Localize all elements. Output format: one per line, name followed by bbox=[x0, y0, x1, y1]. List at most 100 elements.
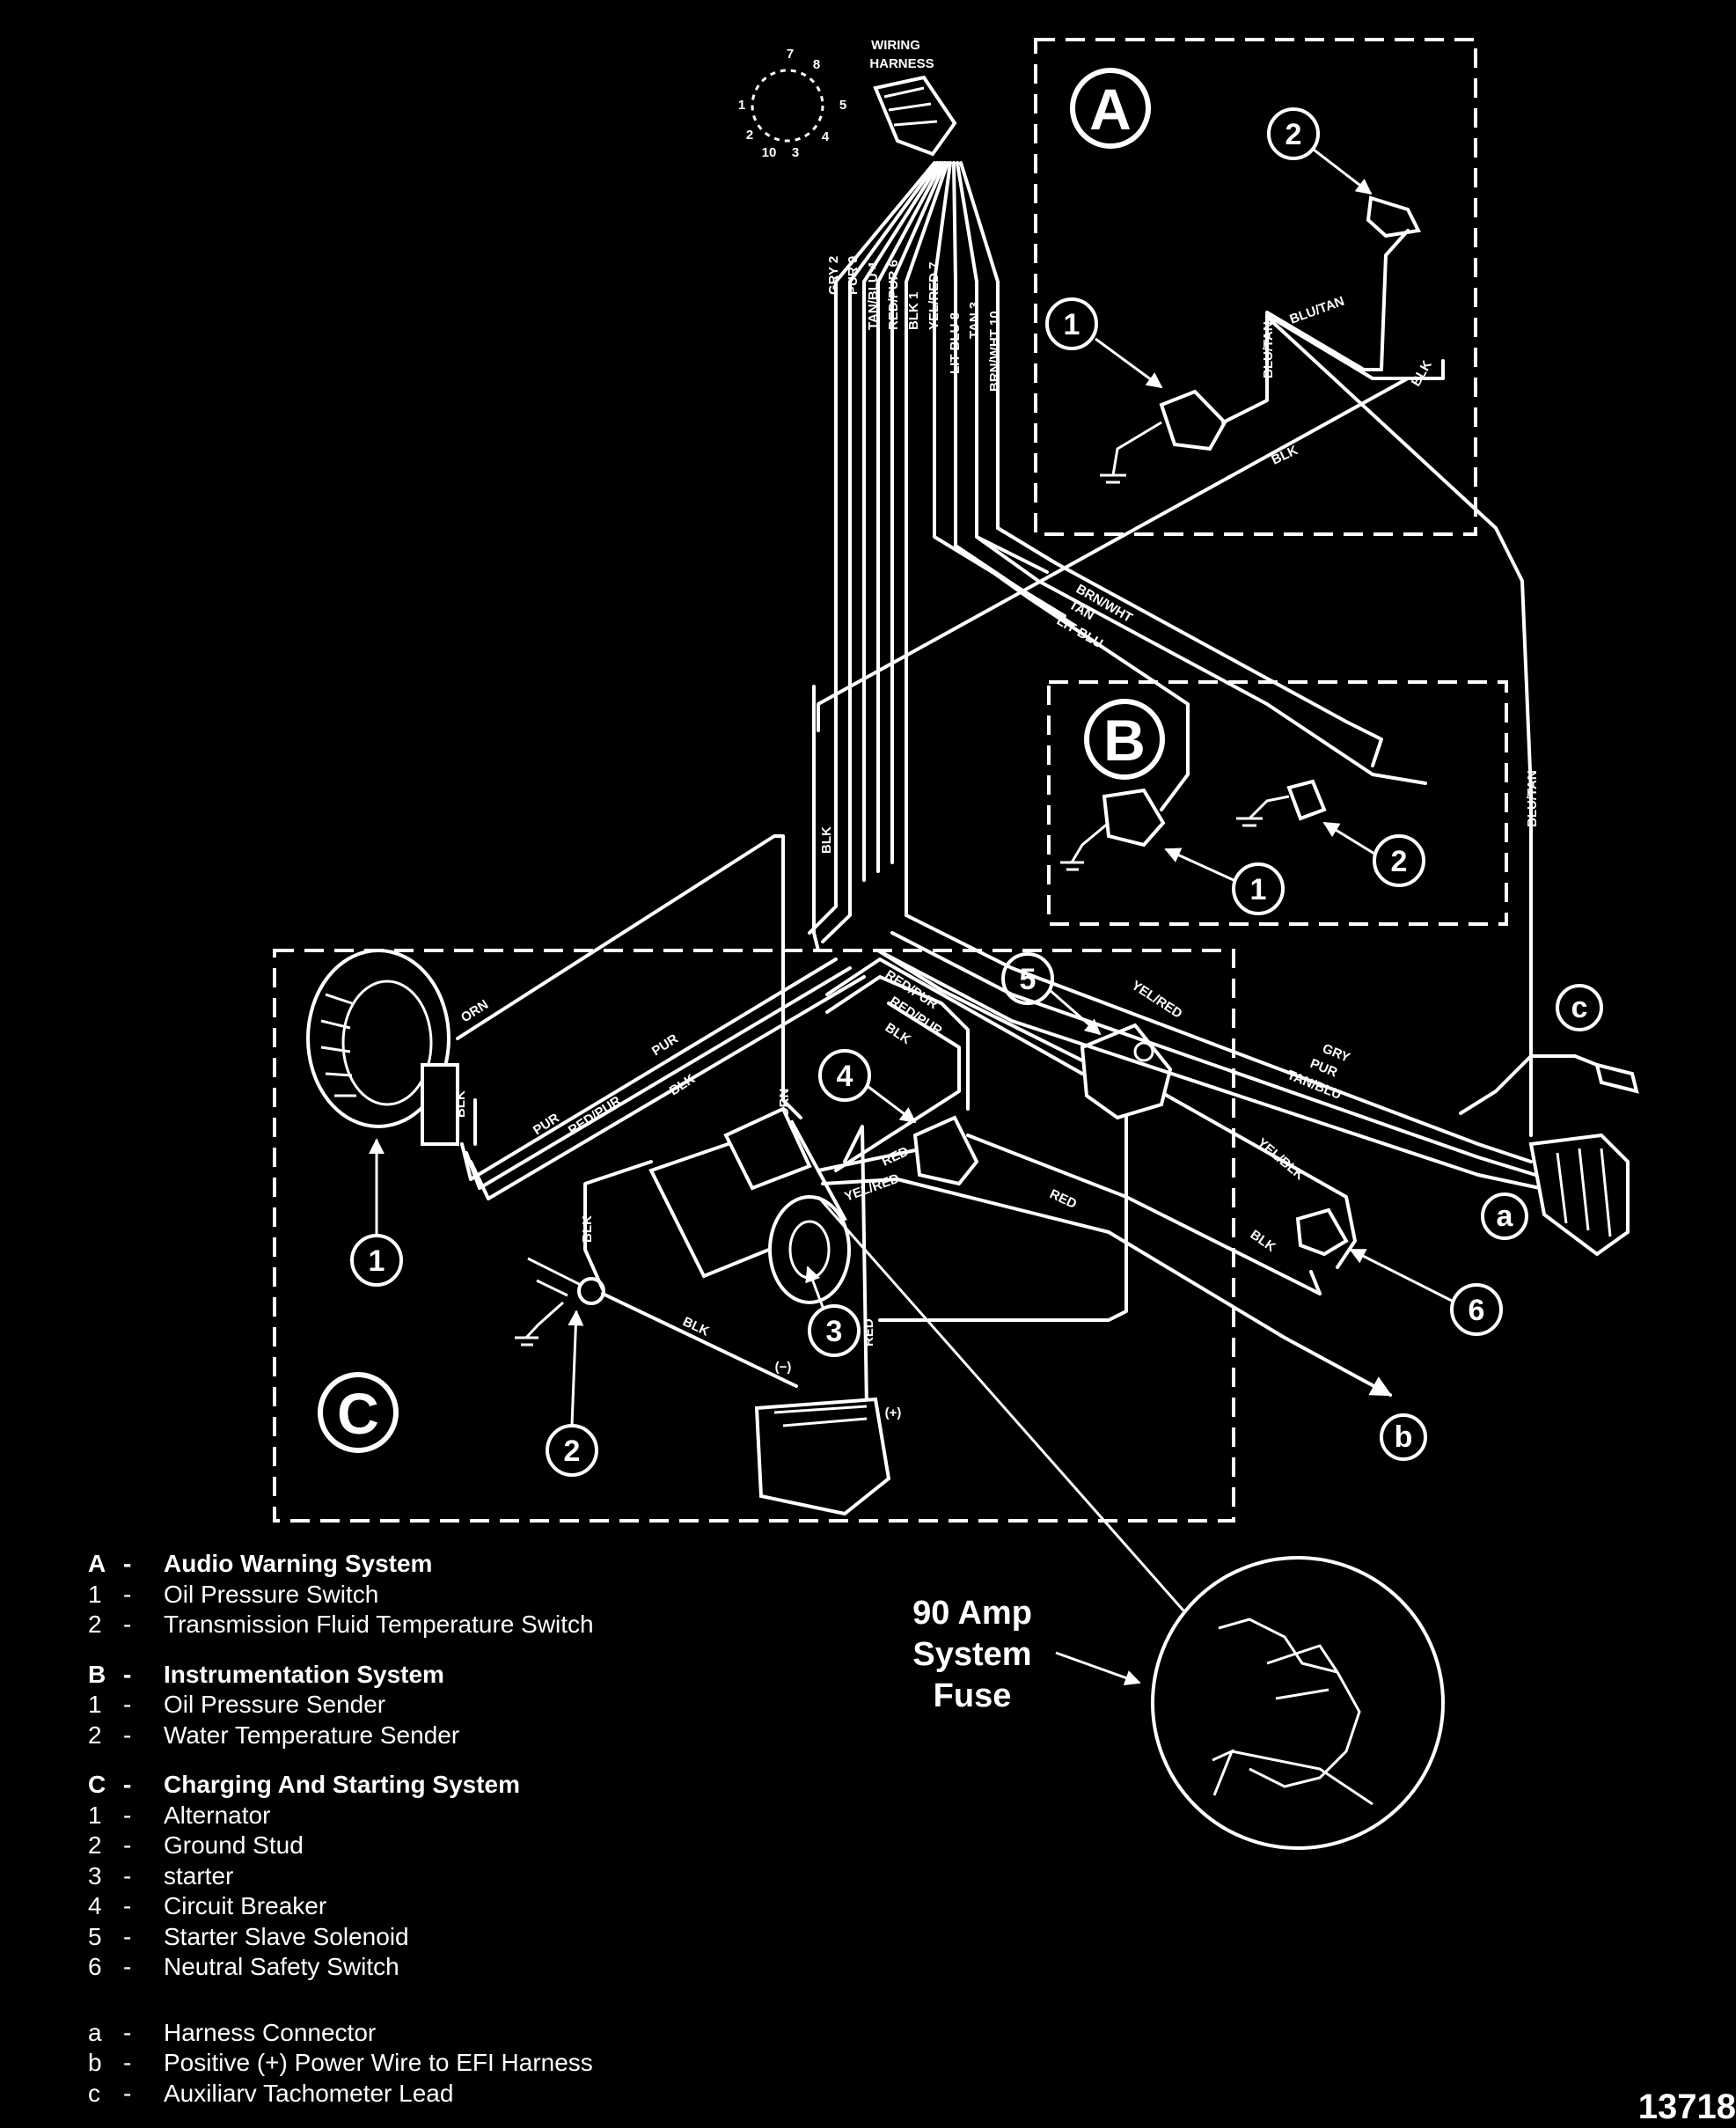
legend-text: Circuit Breaker bbox=[164, 1892, 327, 1919]
legend-dash: - bbox=[123, 2018, 132, 2046]
callout-c3: 3 bbox=[826, 1315, 843, 1348]
legend-dash: - bbox=[123, 1660, 132, 1688]
wire-label-red-1: RED bbox=[880, 1144, 912, 1170]
wire-label-blk-alt: BLK bbox=[453, 1090, 468, 1118]
wire-label-blutan-long: BLU/TAN bbox=[1525, 770, 1540, 827]
transmission-temp-switch bbox=[1366, 195, 1422, 238]
legend-item: 3- starter bbox=[88, 1861, 880, 1892]
section-b-label: B bbox=[1103, 708, 1146, 773]
harness-pin-5: 5 bbox=[839, 98, 846, 113]
callout-a2: 2 bbox=[1286, 118, 1302, 151]
starter-wires: RED/PUR RED/PUR BLK YEL/RED YEL/RED RED … bbox=[817, 826, 1393, 1435]
alternator-wires: ORN ORN PUR PUR RED/PUR BLK BLK bbox=[453, 834, 866, 1200]
fuse-detail: 90 Amp System Fuse bbox=[817, 1196, 1445, 1850]
wire-label-blutan-a1: BLU/TAN bbox=[1261, 321, 1276, 378]
legend-item: c-Auxiliarv Tachometer Lead bbox=[88, 2079, 880, 2110]
legend-text: Water Temperature Sender bbox=[164, 1721, 460, 1749]
section-b-feed-wires: BRN/WHT TAN LIT BLU bbox=[954, 526, 1427, 811]
fuse-label-line1: 90 Amp bbox=[912, 1595, 1032, 1632]
legend-text: Oil Pressure Sender bbox=[164, 1691, 386, 1718]
section-a-audio-warning: A 2 1 BLU/TAN BLU/TAN BLK BLK bbox=[1034, 38, 1477, 536]
wire-label-blk-c5: BLK bbox=[680, 1314, 711, 1339]
section-c-charging-starting: C bbox=[273, 949, 1235, 1523]
callout-c1: 1 bbox=[369, 1244, 385, 1278]
wire-label-blk-a1: BLK bbox=[1409, 358, 1435, 389]
wire-label-blk1: BLK 1 bbox=[906, 292, 921, 330]
legend-key: a bbox=[88, 2018, 102, 2046]
legend-item: 1-Alternator bbox=[88, 1801, 880, 1831]
section-b-instrumentation: B 1 2 bbox=[1047, 680, 1508, 926]
wire-label-blk-c4: BLK bbox=[580, 1215, 595, 1243]
legend-dash: - bbox=[123, 2049, 132, 2076]
callout-c2: 2 bbox=[564, 1435, 581, 1468]
starter-slave-solenoid: 5 bbox=[1001, 952, 1173, 1120]
legend-key: A bbox=[88, 1550, 106, 1577]
harness-pin-2: 2 bbox=[746, 128, 753, 143]
wire-label-blk-c3: BLK bbox=[1248, 1227, 1278, 1255]
legend-key: B bbox=[88, 1660, 106, 1688]
legend-heading: C-Charging And Starting System bbox=[88, 1770, 880, 1801]
wire-label-tanblu4: TAN/BLU 4 bbox=[866, 261, 881, 330]
legend-item: 1-Oil Pressure Switch bbox=[88, 1580, 880, 1611]
legend-dash: - bbox=[123, 1861, 132, 1890]
legend-dash: - bbox=[123, 1801, 132, 1829]
legend-text: Charging And Starting System bbox=[164, 1771, 521, 1798]
callout-c-lead: c bbox=[1571, 991, 1588, 1024]
starter: 3 bbox=[648, 1106, 861, 1357]
callout-c5: 5 bbox=[1020, 963, 1036, 996]
harness-pin-1: 1 bbox=[738, 98, 745, 113]
legend-text: Ground Stud bbox=[164, 1831, 304, 1859]
legend-text: Neutral Safety Switch bbox=[164, 1953, 399, 1980]
harness-pin-10: 10 bbox=[762, 145, 777, 160]
legend-item: 4- Circuit Breaker bbox=[88, 1891, 880, 1922]
callout-b1: 1 bbox=[1250, 873, 1267, 906]
section-c-label: C bbox=[337, 1381, 379, 1446]
legend-key: 2 bbox=[88, 1831, 102, 1859]
wire-label-red-2: RED bbox=[1047, 1186, 1079, 1212]
harness-pin-face bbox=[751, 69, 824, 143]
harness-wire-labels: GRY 2 PUR 9 TAN/BLU 4 RED/PUR 6 BLK 1 YE… bbox=[826, 256, 1002, 392]
callout-c4: 4 bbox=[837, 1060, 853, 1093]
legend-text: starter bbox=[164, 1861, 234, 1890]
legend-dash: - bbox=[123, 2079, 132, 2107]
legend-dash: - bbox=[123, 1831, 132, 1859]
harness-trunk-wires bbox=[808, 161, 1075, 952]
legend-heading: A-Audio Warning System bbox=[88, 1549, 880, 1580]
oil-pressure-sender bbox=[1102, 788, 1166, 848]
legend-text: Auxiliarv Tachometer Lead bbox=[164, 2079, 454, 2107]
wire-label-blk-c2: BLK bbox=[883, 1020, 913, 1047]
wiring-harness-plug: WIRING HARNESS 7 8 1 5 2 10 3 4 bbox=[738, 38, 957, 160]
harness-pin-3: 3 bbox=[792, 145, 799, 160]
legend-dash: - bbox=[123, 1611, 132, 1638]
callout-a-connector: a bbox=[1497, 1200, 1514, 1233]
legend-text: Transmission Fluid Temperature Switch bbox=[164, 1611, 594, 1638]
legend-item: 1-Oil Pressure Sender bbox=[88, 1690, 880, 1721]
legend-key: 4 bbox=[88, 1892, 102, 1919]
battery-negative: (−) bbox=[775, 1360, 792, 1375]
wire-label-red-3: RED bbox=[861, 1318, 876, 1347]
figure-number: 13718 bbox=[1637, 2088, 1736, 2126]
circuit-breaker: 4 bbox=[818, 1049, 979, 1186]
callout-c6: 6 bbox=[1469, 1294, 1485, 1327]
legend-dash: - bbox=[123, 1550, 132, 1577]
legend-dash: - bbox=[123, 1892, 132, 1919]
legend-heading: B-Instrumentation System bbox=[88, 1660, 880, 1691]
legend-key: 3 bbox=[88, 1861, 102, 1890]
water-temp-sender bbox=[1286, 779, 1327, 821]
legend-text: Harness Connector bbox=[164, 2018, 377, 2046]
fuse-label-line3: Fuse bbox=[934, 1677, 1012, 1714]
legend-text: Starter Slave Solenoid bbox=[164, 1922, 409, 1950]
legend-key: C bbox=[88, 1771, 106, 1798]
legend-key: 2 bbox=[88, 1721, 102, 1749]
legend-key: 2 bbox=[88, 1611, 102, 1638]
battery: (−) (+) RED bbox=[754, 1318, 901, 1516]
callout-a1: 1 bbox=[1064, 308, 1080, 341]
legend-text: Alternator bbox=[164, 1801, 271, 1829]
wire-label-pur9: PUR 9 bbox=[846, 256, 861, 295]
harness-pin-4: 4 bbox=[822, 129, 830, 144]
legend-item: 2-Water Temperature Sender bbox=[88, 1721, 880, 1751]
